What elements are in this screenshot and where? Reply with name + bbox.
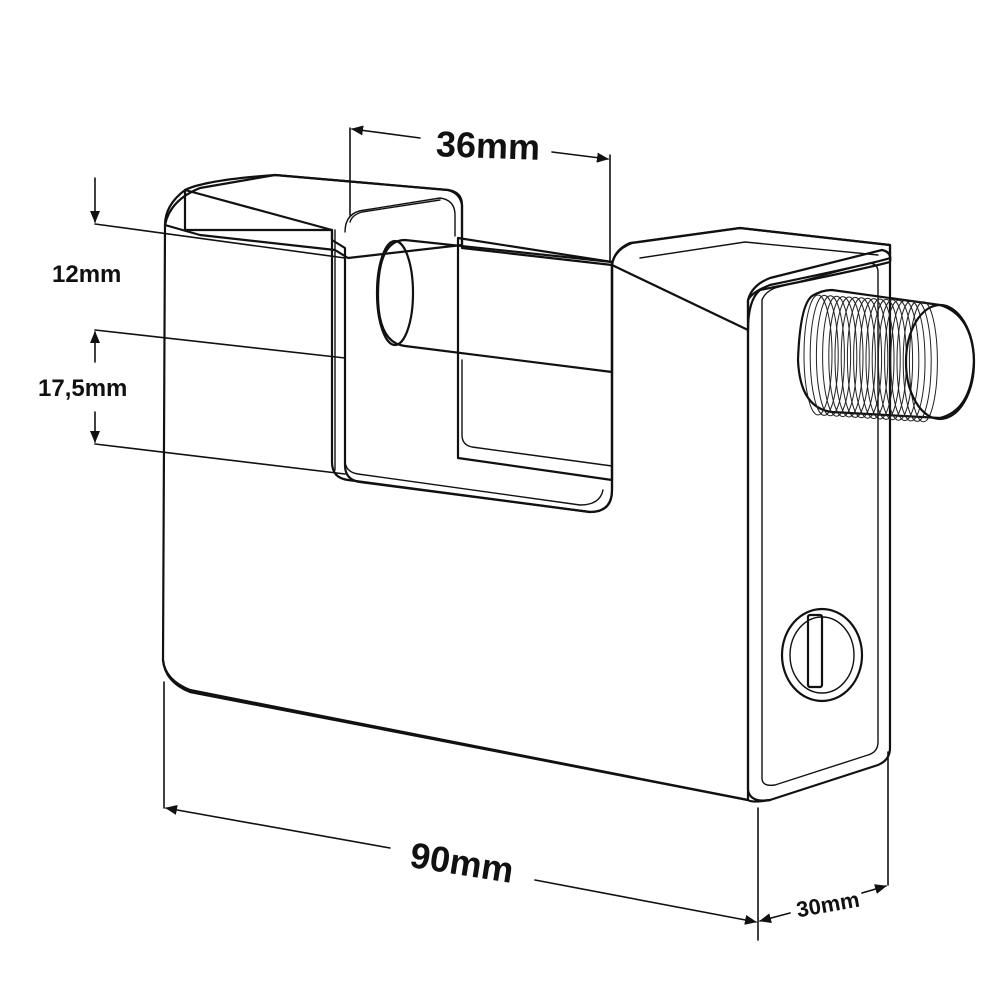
thread-ridge: [902, 300, 932, 422]
thread-ridge: [822, 295, 852, 417]
dimension-label-12mm: 12mm: [52, 261, 121, 288]
thread-ridge: [815, 295, 845, 417]
dimension-label-17-5mm: 17,5mm: [38, 375, 127, 402]
thread-ridge: [877, 299, 907, 421]
thread-ridge: [908, 301, 938, 423]
dimension-body-width: 90mm: [163, 681, 759, 941]
thread-ridge: [859, 298, 889, 420]
keyhole: [780, 607, 864, 703]
dimension-label-30mm: 30mm: [794, 887, 861, 923]
dimension-shackle-diameter: 12mm: [52, 177, 346, 359]
thread-ridge: [834, 296, 864, 418]
thread-ridge: [865, 298, 895, 420]
bolt-threads: [803, 294, 938, 423]
dimension-shackle-width: 36mm: [349, 123, 611, 263]
thread-ridge: [871, 298, 901, 420]
padlock-body: [161, 173, 892, 803]
thread-ridge: [809, 294, 839, 416]
dimension-body-depth: 30mm: [759, 751, 889, 923]
dimension-label-36mm: 36mm: [435, 123, 540, 168]
dimension-label-90mm: 90mm: [407, 834, 516, 891]
thread-ridge: [803, 294, 833, 416]
thread-ridge: [828, 296, 858, 418]
thread-ridge: [884, 299, 914, 421]
thread-ridge: [896, 300, 926, 422]
thread-ridge: [840, 296, 870, 418]
thread-ridge: [846, 297, 876, 419]
shackle-bar: [375, 238, 614, 374]
threaded-bolt: [796, 288, 976, 423]
thread-ridge: [853, 297, 883, 419]
thread-ridge: [890, 300, 920, 422]
dimension-clearance-height: 17,5mm: [38, 331, 346, 475]
